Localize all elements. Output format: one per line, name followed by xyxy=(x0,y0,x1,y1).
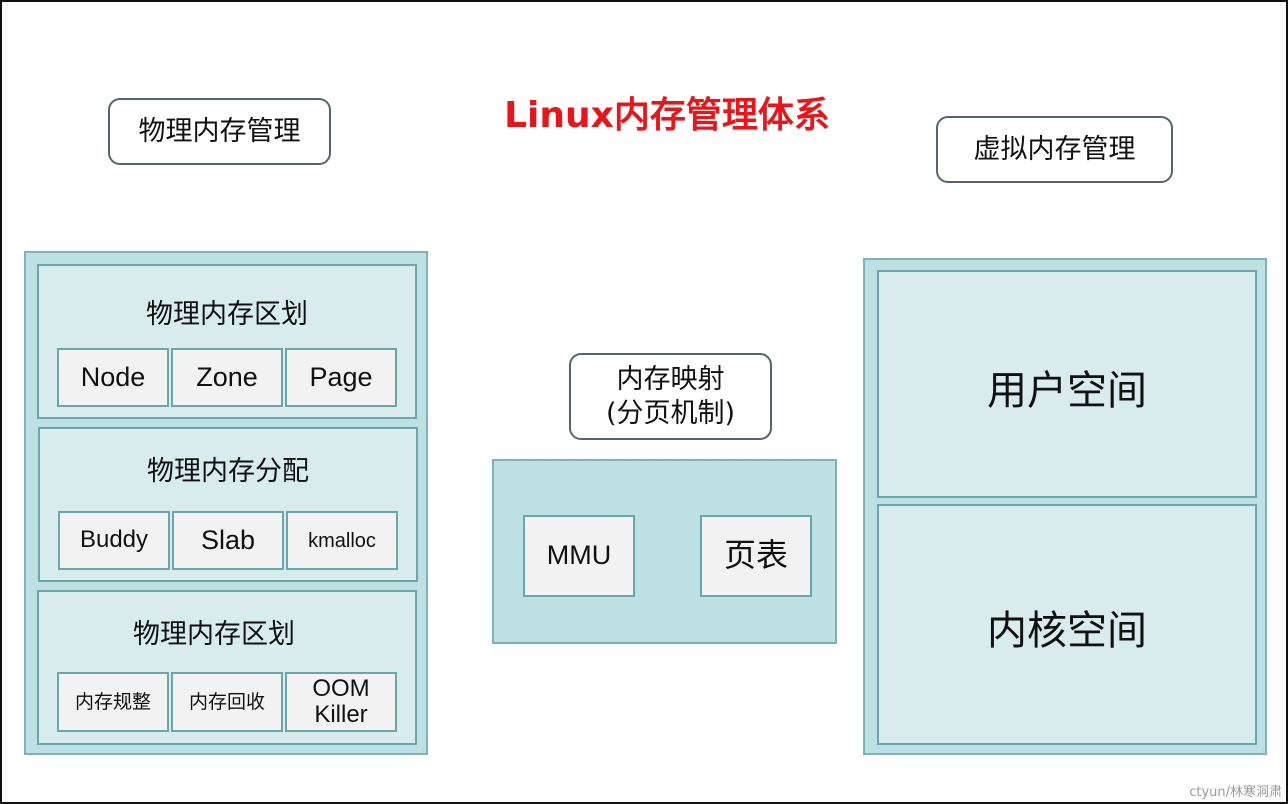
reclaim-cell: 内存回收 xyxy=(171,672,283,732)
page-table-cell: 页表 xyxy=(700,515,812,597)
page-cell: Page xyxy=(285,348,397,407)
kmalloc-cell: kmalloc xyxy=(286,511,398,570)
physical-memory-header-label: 物理内存管理 xyxy=(138,115,301,147)
page-label: Page xyxy=(309,361,373,392)
physical-memory-panel: 物理内存区划 Node Zone Page 物理内存分配 Buddy Slab … xyxy=(24,251,428,755)
virtual-memory-header: 虚拟内存管理 xyxy=(936,116,1173,183)
memory-mapping-panel: MMU 页表 xyxy=(492,459,837,644)
slab-cell: Slab xyxy=(172,511,284,570)
mmu-label: MMU xyxy=(546,540,612,571)
page-table-label: 页表 xyxy=(723,536,788,575)
user-space-label: 用户空间 xyxy=(987,368,1147,414)
zone-label: Zone xyxy=(196,361,258,392)
node-cell: Node xyxy=(57,348,169,407)
memory-mapping-header: 内存映射 (分页机制) xyxy=(569,353,772,440)
virtual-memory-panel: 用户空间 内核空间 xyxy=(863,258,1267,755)
memory-mapping-header-line2: (分页机制) xyxy=(605,397,736,429)
zone-cell: Zone xyxy=(171,348,283,407)
physical-memory-header: 物理内存管理 xyxy=(108,98,331,165)
physical-zoning-section: 物理内存区划 Node Zone Page xyxy=(37,264,417,419)
section-title: 物理内存区划 xyxy=(133,619,295,650)
mmu-cell: MMU xyxy=(523,515,635,597)
virtual-memory-header-label: 虚拟内存管理 xyxy=(973,133,1136,165)
watermark: ctyun/林寒洞肃 xyxy=(1189,785,1282,800)
diagram-title: Linux内存管理体系 xyxy=(504,95,830,136)
kmalloc-label: kmalloc xyxy=(308,529,376,552)
buddy-cell: Buddy xyxy=(58,511,170,570)
buddy-label: Buddy xyxy=(79,526,149,554)
section-title: 物理内存分配 xyxy=(147,456,309,487)
slab-label: Slab xyxy=(200,524,256,555)
memory-mapping-header-line1: 内存映射 xyxy=(616,363,725,395)
kernel-space-section: 内核空间 xyxy=(877,504,1257,745)
kernel-space-label: 内核空间 xyxy=(987,608,1147,654)
oom-killer-label: OOM Killer xyxy=(312,674,370,728)
physical-reclaim-section: 物理内存区划 内存规整 内存回收 OOM Killer xyxy=(37,590,417,745)
oom-killer-cell: OOM Killer xyxy=(285,672,397,732)
compaction-label: 内存规整 xyxy=(74,690,151,713)
section-title: 物理内存区划 xyxy=(146,299,308,330)
compaction-cell: 内存规整 xyxy=(57,672,169,732)
node-label: Node xyxy=(80,361,146,392)
physical-allocation-section: 物理内存分配 Buddy Slab kmalloc xyxy=(38,427,418,582)
reclaim-label: 内存回收 xyxy=(188,690,265,713)
user-space-section: 用户空间 xyxy=(877,270,1257,498)
